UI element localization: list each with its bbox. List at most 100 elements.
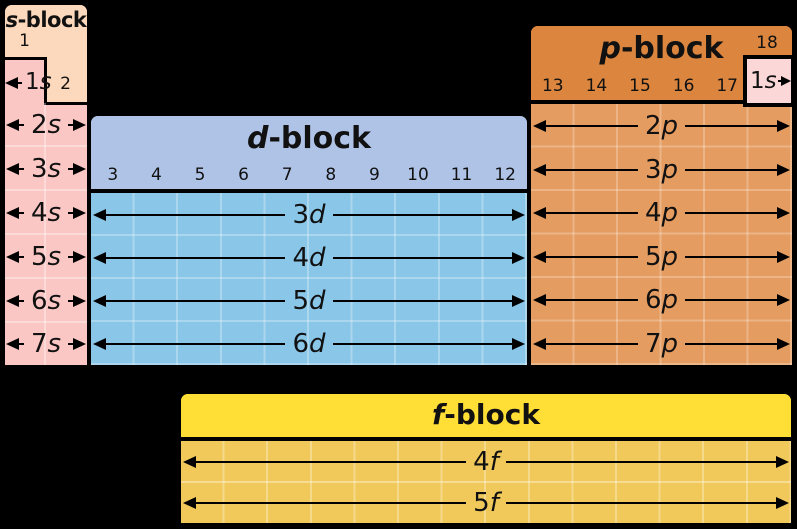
orbital-row-5s: 5s	[6, 235, 86, 279]
orbital-row-2s: 2s	[6, 103, 86, 147]
orbital-row-4f: 4f	[183, 441, 790, 482]
arrow-left-icon	[6, 251, 19, 263]
orbital-label-4f: 4f	[473, 446, 499, 477]
arrow-left-icon	[93, 208, 106, 221]
orbital-label-3p: 3p	[644, 154, 679, 185]
group-number: 13	[541, 76, 564, 96]
arrow-right-icon	[777, 119, 790, 132]
group-number: 10	[407, 165, 429, 185]
d-block-title: d-block	[91, 122, 527, 155]
orbital-label-he-1s: 1s	[750, 67, 777, 94]
arrow-left-icon	[533, 206, 546, 219]
arrow-line	[685, 342, 777, 345]
orbital-row-6p: 6p	[533, 278, 790, 321]
arrow-line	[546, 168, 638, 171]
d-group-numbers: 3 4 5 6 7 8 9 10 11 12	[91, 167, 527, 184]
orbital-row-4d: 4d	[93, 236, 525, 279]
orbital-row-5p: 5p	[533, 235, 790, 278]
s-block-step-line	[5, 57, 44, 60]
group-number: 16	[672, 76, 695, 96]
orbital-label-5f: 5f	[473, 487, 499, 518]
arrow-left-icon	[6, 163, 19, 175]
orbital-row-3d: 3d	[93, 193, 525, 236]
arrow-line	[777, 80, 781, 82]
orbital-label-3s: 3s	[30, 154, 62, 184]
orbital-row-4p: 4p	[533, 191, 790, 234]
arrow-line	[685, 168, 777, 171]
f-block-title-rest: -block	[444, 398, 540, 431]
arrow-right-icon	[73, 207, 86, 219]
d-block-title-letter: d	[246, 121, 269, 156]
p-block-region: p-block 18 13 14 15 16 17 1s 2p 3p	[528, 23, 795, 368]
arrow-right-icon	[73, 163, 86, 175]
orbital-label-4s: 4s	[30, 198, 62, 228]
arrow-line	[19, 212, 24, 214]
arrow-right-icon	[73, 251, 86, 263]
arrow-line	[332, 342, 512, 345]
orbital-label-4p: 4p	[644, 197, 679, 228]
arrow-line	[106, 213, 286, 216]
arrow-line	[68, 212, 73, 214]
orbital-label-6s: 6s	[30, 286, 62, 316]
f-block-header: f-block	[181, 394, 791, 441]
arrow-left-icon	[533, 163, 546, 176]
arrow-right-icon	[776, 455, 790, 468]
group-number: 12	[494, 165, 516, 185]
orbital-row-5f: 5f	[183, 482, 790, 523]
orbital-row-3s: 3s	[6, 147, 86, 191]
arrow-left-icon	[533, 337, 546, 350]
arrow-line	[68, 168, 73, 170]
f-block-title-letter: f	[432, 398, 445, 431]
group-number: 4	[150, 165, 162, 185]
arrow-line	[332, 256, 512, 259]
arrow-line	[106, 299, 286, 302]
group-number: 9	[368, 165, 380, 185]
orbital-label-6d: 6d	[292, 328, 326, 359]
arrow-line	[685, 255, 777, 258]
orbital-row-4s: 4s	[6, 191, 86, 235]
group-number: 17	[716, 76, 738, 96]
p-block-title-rest: -block	[620, 31, 724, 66]
group-number: 15	[629, 76, 651, 96]
arrow-right-icon	[777, 293, 790, 306]
arrow-left-icon	[533, 119, 546, 132]
arrow-line	[19, 300, 24, 302]
orbital-row-6d: 6d	[93, 322, 525, 365]
p-block-title-letter: p	[599, 31, 621, 66]
group-number: 11	[450, 165, 473, 185]
orbital-row-2p: 2p	[533, 104, 790, 147]
arrow-right-icon	[73, 295, 86, 307]
arrow-right-icon	[777, 337, 790, 350]
group-number-18: 18	[756, 33, 778, 53]
arrow-line	[19, 124, 24, 126]
arrow-right-icon	[73, 119, 86, 131]
arrow-line	[546, 255, 638, 258]
group-number: 6	[238, 165, 249, 185]
s-block-title: s-block	[3, 8, 89, 32]
p-block-title: p-block	[531, 32, 792, 65]
arrow-right-icon	[777, 206, 790, 219]
arrow-left-icon	[93, 337, 106, 350]
arrow-line	[546, 124, 638, 127]
orbital-row-7s: 7s	[6, 323, 86, 365]
arrow-line	[68, 300, 73, 302]
arrow-line	[332, 213, 512, 216]
orbital-label-3d: 3d	[292, 199, 326, 230]
arrow-right-icon	[776, 496, 790, 509]
arrow-line	[685, 124, 777, 127]
s-block-title-letter: s	[5, 8, 19, 32]
orbital-row-7p: 7p	[533, 322, 790, 365]
arrow-line	[196, 460, 467, 463]
arrow-right-icon	[512, 251, 525, 264]
arrow-line	[18, 81, 22, 84]
arrow-left-icon	[93, 294, 106, 307]
f-block-title: f-block	[181, 398, 791, 431]
arrow-left-icon	[183, 455, 196, 468]
arrow-line	[196, 501, 467, 504]
arrow-line	[546, 342, 638, 345]
group-number: 14	[585, 76, 608, 96]
s-block-region: s-block 1 2 1s 2s 3s 4s 5s	[2, 2, 90, 368]
orbital-label-5s: 5s	[30, 242, 62, 272]
f-block-region: f-block 4f 5f	[178, 391, 794, 526]
